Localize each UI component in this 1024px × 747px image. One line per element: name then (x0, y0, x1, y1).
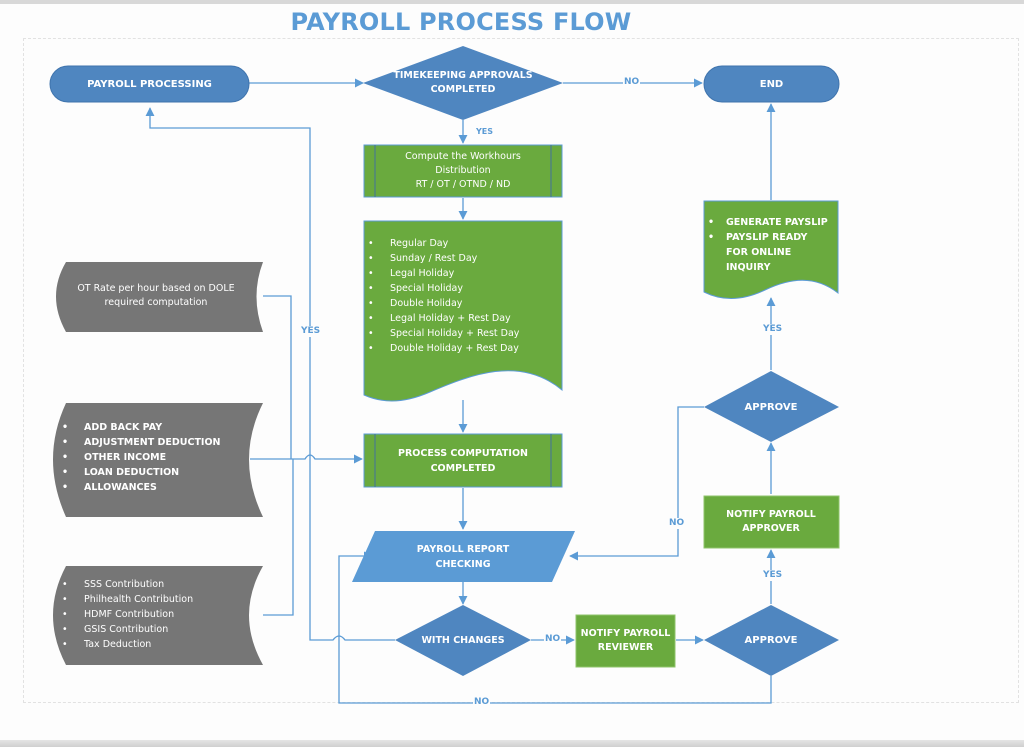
node-ot-rate-stored[interactable] (56, 262, 263, 332)
day-type-item: Legal Holiday (364, 266, 519, 281)
node-end[interactable] (703, 65, 840, 103)
edge-otrate-to-process (263, 295, 292, 459)
day-type-item: Legal Holiday + Rest Day (364, 311, 519, 326)
notify-reviewer-label: NOTIFY PAYROLL REVIEWER (580, 628, 671, 653)
node-with-changes-decision[interactable] (395, 605, 531, 676)
contribution-item: Philhealth Contribution (58, 592, 193, 607)
contributions-list: SSS Contribution Philhealth Contribution… (58, 577, 258, 652)
compute-workhours-label: Compute the Workhours Distribution RT / … (380, 146, 546, 196)
process-computation-label: PROCESS COMPUTATION COMPLETED (398, 448, 528, 474)
compute-line-3: RT / OT / OTND / ND (415, 179, 511, 190)
contribution-item: Tax Deduction (58, 637, 193, 652)
contribution-item: GSIS Contribution (58, 622, 193, 637)
node-notify-reviewer[interactable] (575, 614, 676, 668)
edge-approve2-no-to-report (569, 406, 704, 561)
changes-no-label: NO (544, 634, 562, 645)
edge-approve-no-to-report (338, 551, 772, 704)
adjustments-list: ADD BACK PAY ADJUSTMENT DEDUCTION OTHER … (58, 420, 258, 495)
node-approve-approver-decision[interactable] (704, 371, 839, 442)
adjustment-item: ALLOWANCES (58, 480, 220, 495)
approve-reviewer-label: APPROVE (744, 634, 798, 646)
reviewer-yes-label: YES (762, 570, 784, 581)
timekeeping-no-label: NO (623, 77, 641, 88)
adjustment-item: ADJUSTMENT DEDUCTION (58, 435, 220, 450)
day-type-item: Regular Day (364, 236, 519, 251)
day-types-list: Regular Day Sunday / Rest Day Legal Holi… (364, 236, 562, 356)
payroll-processing-label: PAYROLL PROCESSING (87, 78, 212, 90)
reviewer-no-label: NO (473, 697, 491, 708)
diagram-title: PAYROLL PROCESS FLOW (290, 8, 632, 36)
with-changes-label: WITH CHANGES (421, 634, 505, 646)
day-type-item: Sunday / Rest Day (364, 251, 519, 266)
end-label: END (759, 78, 784, 90)
approver-no-label: NO (668, 518, 686, 529)
node-payroll-processing[interactable] (49, 65, 250, 103)
payslip-item: GENERATE PAYSLIP (704, 215, 828, 230)
approver-yes-label: YES (762, 324, 784, 335)
timekeeping-yes-label: YES (475, 126, 495, 137)
node-notify-approver[interactable] (703, 495, 840, 549)
node-report-checking[interactable] (352, 531, 575, 582)
edge-changes-yes-to-processing (145, 107, 395, 641)
compute-line-1: Compute the Workhours (405, 151, 521, 162)
node-timekeeping-decision[interactable] (363, 46, 563, 120)
day-type-item: Double Holiday + Rest Day (364, 341, 519, 356)
changes-yes-label: YES (300, 326, 322, 337)
payslip-item: PAYSLIP READY FOR ONLINE INQUIRY (704, 230, 828, 275)
approve-approver-label: APPROVE (744, 401, 798, 413)
ot-rate-label: OT Rate per hour based on DOLE required … (77, 283, 235, 308)
adjustment-item: OTHER INCOME (58, 450, 220, 465)
edge-adjustments-to-process (250, 454, 363, 464)
contribution-item: HDMF Contribution (58, 607, 193, 622)
compute-line-2: Distribution (435, 165, 491, 176)
payslip-list: GENERATE PAYSLIP PAYSLIP READY FOR ONLIN… (704, 215, 838, 275)
window-bottom-edge (0, 740, 1024, 747)
window-top-edge (0, 0, 1024, 4)
notify-approver-label: NOTIFY PAYROLL APPROVER (726, 509, 816, 534)
day-type-item: Special Holiday + Rest Day (364, 326, 519, 341)
edge-contributions-to-process (263, 459, 294, 616)
node-compute-workhours[interactable] (363, 144, 563, 198)
adjustment-item: LOAN DEDUCTION (58, 465, 220, 480)
timekeeping-label: TIMEKEEPING APPROVALS COMPLETED (393, 70, 533, 95)
day-type-item: Special Holiday (364, 281, 519, 296)
contribution-item: SSS Contribution (58, 577, 193, 592)
day-type-item: Double Holiday (364, 296, 519, 311)
report-checking-label: PAYROLL REPORT CHECKING (416, 544, 510, 570)
adjustment-item: ADD BACK PAY (58, 420, 220, 435)
node-approve-reviewer-decision[interactable] (704, 605, 839, 676)
node-process-computation[interactable] (363, 433, 563, 488)
